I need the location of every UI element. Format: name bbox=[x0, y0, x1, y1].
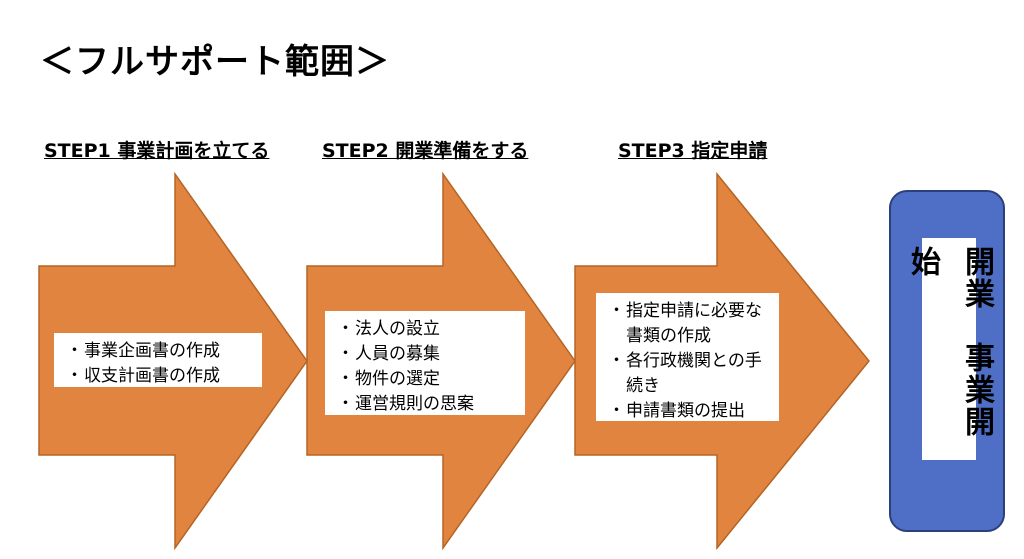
list-item: 各行政機関との手続き bbox=[608, 349, 767, 399]
list-item: 申請書類の提出 bbox=[608, 399, 767, 424]
list-item: 法人の設立 bbox=[337, 317, 513, 342]
goal-label: 開業 事業開始 bbox=[905, 238, 994, 460]
step2-label: STEP2 開業準備をする bbox=[322, 140, 529, 162]
step2-tasks: 法人の設立 人員の募集 物件の選定 運営規則の思案 bbox=[325, 311, 525, 415]
list-item: 運営規則の思案 bbox=[337, 392, 513, 417]
list-item: 人員の募集 bbox=[337, 342, 513, 367]
list-item: 収支計画書の作成 bbox=[66, 364, 250, 389]
step1-tasks: 事業企画書の作成 収支計画書の作成 bbox=[54, 333, 262, 387]
list-item: 物件の選定 bbox=[337, 367, 513, 392]
page-title: ＜フルサポート範囲＞ bbox=[40, 42, 390, 82]
step3-label: STEP3 指定申請 bbox=[618, 140, 768, 162]
list-item: 事業企画書の作成 bbox=[66, 339, 250, 364]
step3-tasks: 指定申請に必要な書類の作成 各行政機関との手続き 申請書類の提出 bbox=[596, 293, 779, 421]
list-item: 指定申請に必要な書類の作成 bbox=[608, 299, 767, 349]
step1-label: STEP1 事業計画を立てる bbox=[44, 140, 270, 162]
